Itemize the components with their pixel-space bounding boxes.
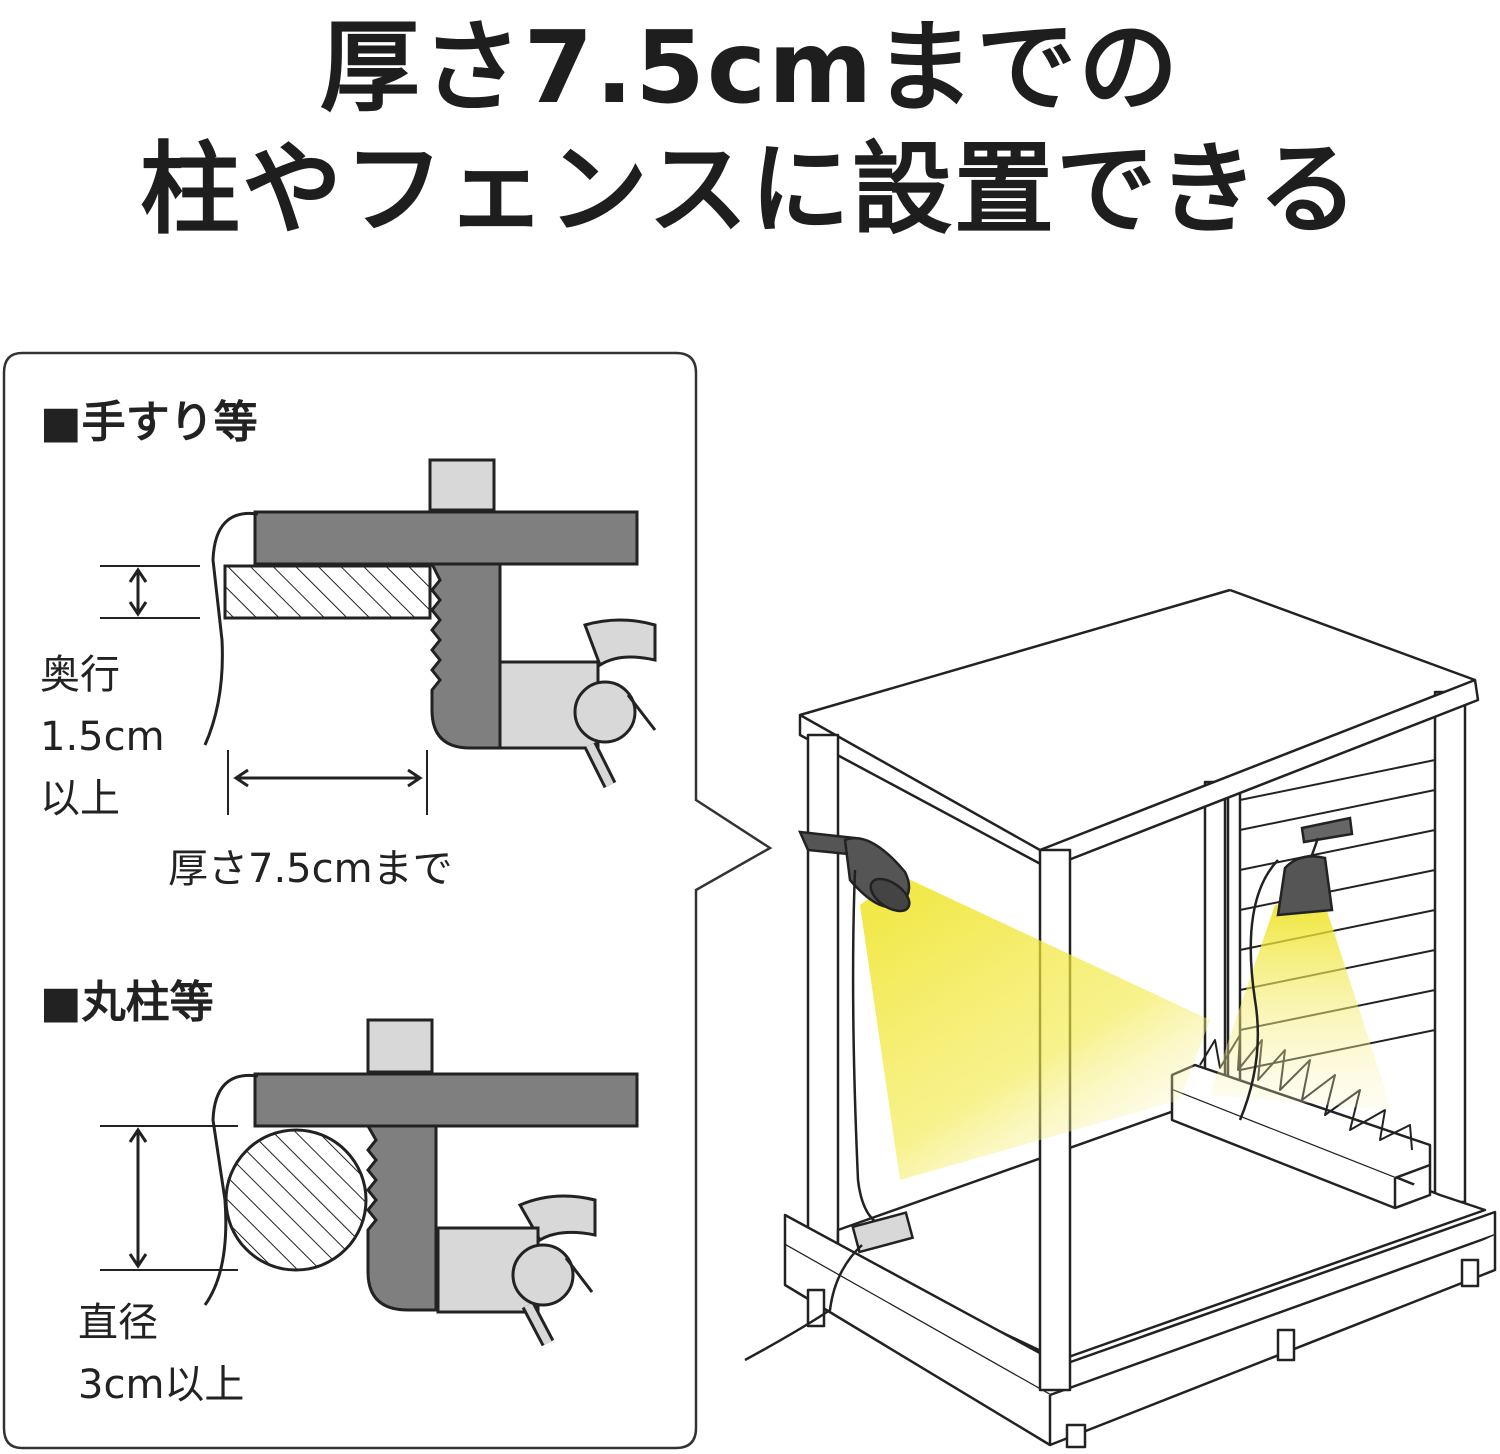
headline-line-1: 厚さ7.5cmまでの — [319, 9, 1181, 126]
spotlight-icon — [744, 830, 915, 1362]
depth-label-3: 以上 — [40, 776, 120, 822]
deck-icon — [783, 588, 1497, 1449]
depth-label-1: 奥行 — [40, 652, 120, 698]
diameter-label-1: 直径 — [78, 1300, 158, 1346]
section-title-handrail: ■手すり等 — [40, 397, 258, 448]
spotlight-icon — [1238, 816, 1354, 1121]
depth-label-2: 1.5cm — [40, 714, 165, 760]
thickness-label: 厚さ7.5cmまで — [168, 846, 453, 892]
diameter-label-2: 3cm以上 — [78, 1362, 244, 1408]
section-title-round-post: ■丸柱等 — [40, 977, 214, 1028]
callout-box — [2, 351, 773, 1450]
clamp-icon — [100, 458, 657, 815]
light-beam-left — [860, 875, 1210, 1180]
headline-line-2: 柱やフェンスに設置できる — [140, 131, 1360, 248]
clamp-icon — [100, 1018, 639, 1347]
